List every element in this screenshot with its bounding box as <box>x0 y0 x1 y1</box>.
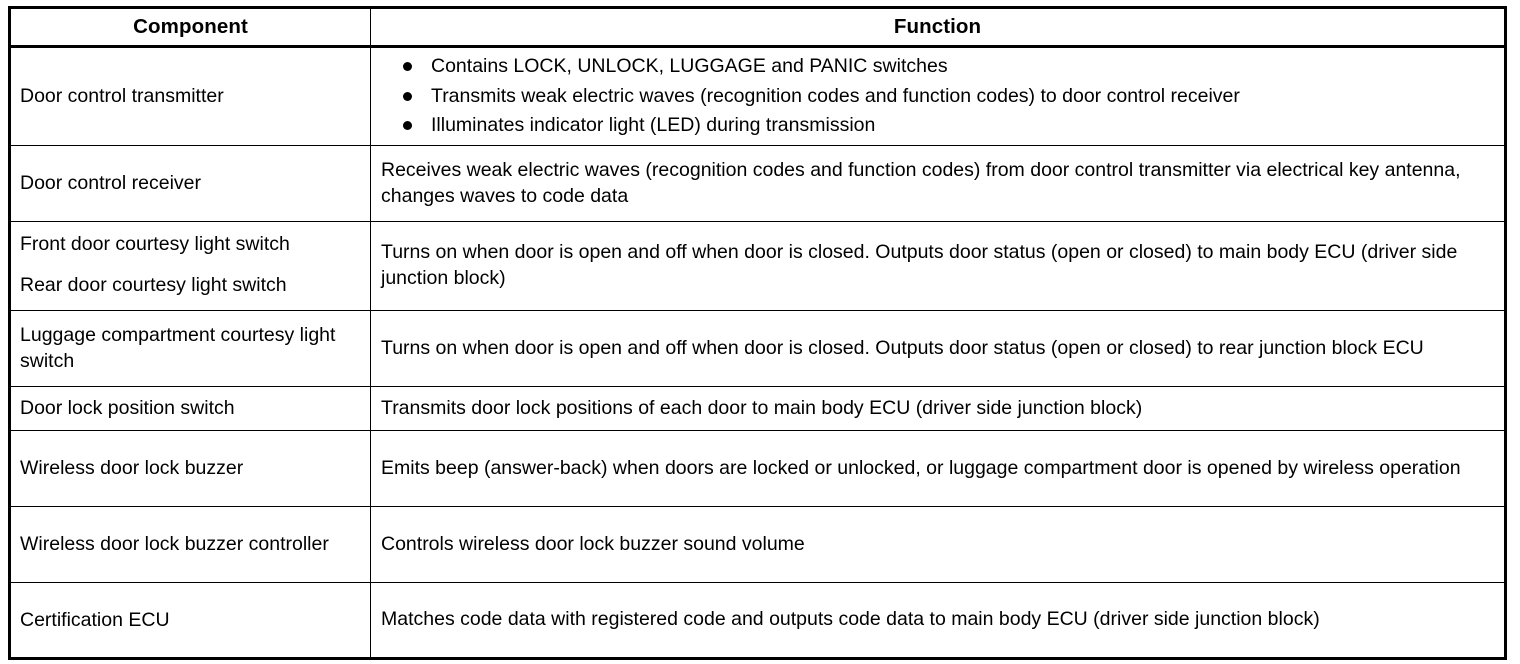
component-name: Wireless door lock buzzer <box>9 430 371 508</box>
function-description: Turns on when door is open and off when … <box>370 221 1506 312</box>
table-row: Door control transmitter Contains LOCK, … <box>9 45 1506 147</box>
function-description: Contains LOCK, UNLOCK, LUGGAGE and PANIC… <box>370 45 1506 147</box>
list-item: Transmits weak electric waves (recogniti… <box>403 84 1494 110</box>
component-name: Wireless door lock buzzer controller <box>9 506 371 584</box>
bullet-icon <box>403 91 412 101</box>
stacked-component-names: Front door courtesy light switch Rear do… <box>20 228 364 304</box>
function-description: Matches code data with registered code a… <box>370 582 1506 660</box>
component-name: Certification ECU <box>9 582 371 660</box>
table-row: Luggage compartment courtesy light switc… <box>9 310 1506 388</box>
column-header-function: Function <box>370 7 1506 48</box>
component-name: Door lock position switch <box>9 386 371 432</box>
list-item: Illuminates indicator light (LED) during… <box>403 113 1494 139</box>
table-row: Wireless door lock buzzer controller Con… <box>9 506 1506 584</box>
table-row: Wireless door lock buzzer Emits beep (an… <box>9 430 1506 508</box>
component-name: Luggage compartment courtesy light switc… <box>9 310 371 388</box>
bullet-icon <box>403 121 412 131</box>
component-name: Front door courtesy light switch <box>20 233 290 256</box>
table-row: Door control receiver Receives weak elec… <box>9 145 1506 223</box>
bullet-text: Transmits weak electric waves (recogniti… <box>431 84 1240 107</box>
function-description: Turns on when door is open and off when … <box>370 310 1506 388</box>
component-name: Rear door courtesy light switch <box>20 273 287 296</box>
bullet-text: Illuminates indicator light (LED) during… <box>431 114 876 137</box>
component-function-table: Component Function Door control transmit… <box>8 6 1507 661</box>
function-description: Receives weak electric waves (recognitio… <box>370 145 1506 223</box>
table-row: Front door courtesy light switch Rear do… <box>9 221 1506 312</box>
function-description: Transmits door lock positions of each do… <box>370 386 1506 432</box>
table-body: Door control transmitter Contains LOCK, … <box>9 45 1506 660</box>
bullet-text: Contains LOCK, UNLOCK, LUGGAGE and PANIC… <box>431 55 948 77</box>
list-item: Contains LOCK, UNLOCK, LUGGAGE and PANIC… <box>403 54 1494 80</box>
function-bullet-list: Contains LOCK, UNLOCK, LUGGAGE and PANIC… <box>381 54 1494 139</box>
table-row: Door lock position switch Transmits door… <box>9 386 1506 432</box>
bullet-icon <box>403 62 412 71</box>
header-row: Component Function <box>9 7 1506 48</box>
component-name: Door control transmitter <box>9 45 371 147</box>
component-name: Door control receiver <box>9 145 371 223</box>
function-description: Emits beep (answer-back) when doors are … <box>370 430 1506 508</box>
component-name-group: Front door courtesy light switch Rear do… <box>9 221 371 312</box>
table-header: Component Function <box>9 7 1506 48</box>
table-row: Certification ECU Matches code data with… <box>9 582 1506 660</box>
column-header-component: Component <box>9 7 371 48</box>
function-description: Controls wireless door lock buzzer sound… <box>370 506 1506 584</box>
